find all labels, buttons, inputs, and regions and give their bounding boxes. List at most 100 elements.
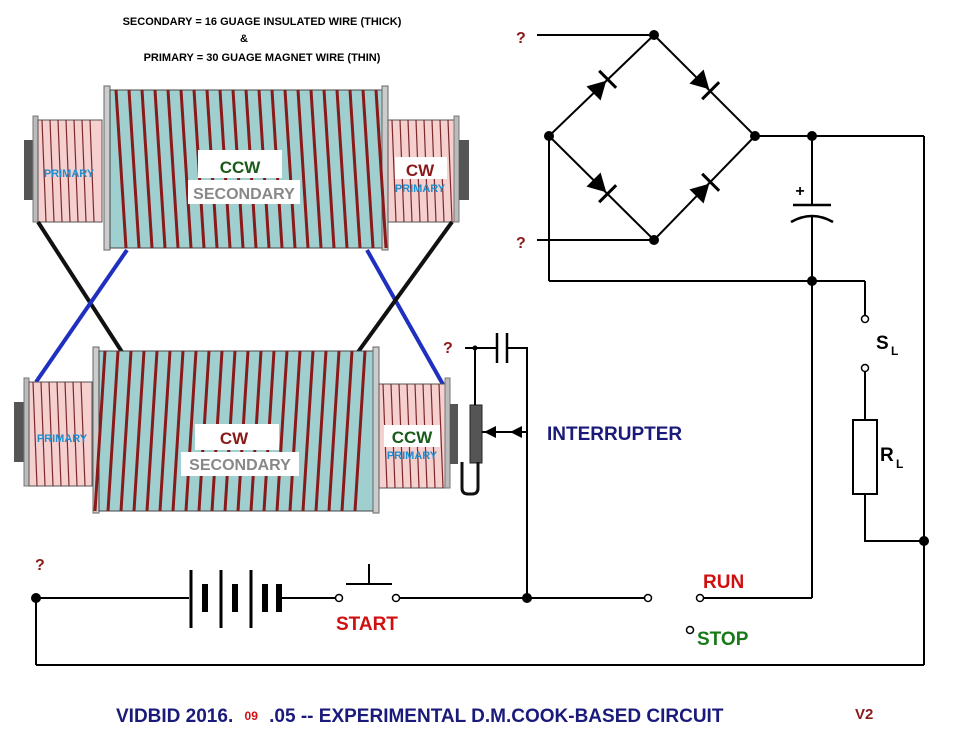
- run-contact[interactable]: [695, 593, 705, 603]
- coil-turn: [114, 89, 128, 249]
- bottom-ccw-label-bg: [384, 425, 440, 447]
- switch-common-contact[interactable]: [643, 593, 653, 603]
- start-label: START: [336, 614, 398, 635]
- bottom-left-end-cap: [14, 402, 24, 462]
- coil-turn: [374, 89, 388, 249]
- stop-contact[interactable]: [685, 625, 695, 635]
- header-line-2: &: [240, 33, 248, 45]
- coil-turn: [127, 89, 141, 249]
- bottom-secondary-right-flange: [372, 346, 380, 514]
- footer-part-1: VIDBID 2016.: [116, 706, 233, 727]
- coil-turn: [145, 350, 159, 512]
- sl-contact-bottom[interactable]: [860, 363, 870, 373]
- bridge-node-bottom: [649, 235, 659, 245]
- cross-wire-black-left: [36, 220, 124, 354]
- bottom-left-flange: [23, 377, 30, 487]
- coil-turn: [447, 119, 453, 223]
- control-circuit: START RUN STOP: [31, 564, 924, 666]
- top-left-primary-winding: [41, 119, 95, 223]
- coil-turn: [72, 381, 78, 487]
- top-right-direction: CW: [406, 161, 435, 180]
- coil-turn: [106, 350, 120, 512]
- rl-label-sub: L: [896, 457, 903, 471]
- diode-top-left: [586, 69, 618, 101]
- coil-turn: [56, 381, 62, 487]
- coil-turn: [283, 89, 297, 249]
- coil-turn: [171, 350, 185, 512]
- cross-wire-blue-right: [365, 249, 447, 389]
- cross-wire-black-right: [356, 220, 454, 354]
- coil-turn: [93, 350, 107, 512]
- coil-turn: [309, 89, 323, 249]
- question-mark-interrupter: ?: [443, 340, 453, 357]
- coil-turn: [391, 119, 397, 223]
- top-left-end-cap: [24, 140, 34, 200]
- footer-title: VIDBID 2016. 09 .05 -- EXPERIMENTAL D.M.…: [116, 704, 724, 727]
- rl-bottom-lead: [864, 494, 924, 542]
- cap-node-top: [807, 131, 817, 141]
- battery: [189, 570, 282, 628]
- coil-turn: [73, 119, 79, 223]
- bottom-cw-label-bg: [195, 424, 279, 450]
- bottom-coil-assembly: PRIMARY CW SECONDARY CCW PRIMARY: [14, 346, 458, 514]
- right-rail-node: [919, 536, 929, 546]
- coil-turn: [348, 89, 362, 249]
- coil-turn: [158, 350, 172, 512]
- sl-contact-top[interactable]: [860, 314, 870, 324]
- cross-wire-blue-left: [34, 248, 129, 384]
- coil-turn: [32, 381, 38, 487]
- bridge-diamond: [547, 33, 757, 242]
- top-coil-assembly: CCW SECONDARY PRIMARY CW PRIMARY: [24, 85, 469, 251]
- top-right-flange: [453, 115, 460, 223]
- top-ccw-label-bg: [198, 150, 282, 178]
- load-resistor: [852, 419, 878, 495]
- coil-turn: [353, 350, 367, 512]
- coil-turn: [322, 89, 336, 249]
- coil-turn: [275, 350, 289, 512]
- coil-turn: [140, 89, 154, 249]
- top-secondary-direction: CCW: [220, 158, 262, 177]
- interrupter-contact: [469, 404, 483, 464]
- start-contact-left: [334, 593, 344, 603]
- top-cw-label-bg: [395, 157, 447, 179]
- top-left-flange: [32, 115, 39, 223]
- coil-turn: [81, 119, 87, 223]
- coil-turn: [48, 381, 54, 487]
- question-mark-left: ?: [35, 557, 45, 574]
- interrupter: INTERRUPTER: [460, 333, 682, 598]
- interrupter-arrow-right: [510, 426, 522, 438]
- top-secondary-label-bg: [188, 180, 300, 204]
- cap-node-bottom: [807, 276, 817, 286]
- coil-turn: [327, 350, 341, 512]
- coil-turn: [80, 381, 86, 487]
- dc-output: + S L R L: [548, 131, 929, 665]
- top-right-end-cap: [459, 140, 469, 200]
- run-label: RUN: [703, 572, 744, 593]
- coil-turn: [438, 383, 444, 489]
- bottom-right-direction: CCW: [392, 428, 434, 447]
- interrupter-label: INTERRUPTER: [547, 424, 682, 445]
- coil-turn: [166, 89, 180, 249]
- cap-plus-sign: +: [795, 183, 804, 200]
- coil-turn: [153, 89, 167, 249]
- top-secondary-label: SECONDARY: [193, 186, 295, 203]
- cap-small-junction: [472, 345, 478, 351]
- interrupter-junction: [522, 593, 532, 603]
- coil-turn: [64, 381, 70, 487]
- diode-top-right: [689, 69, 721, 101]
- header-line-3: PRIMARY = 30 GUAGE MAGNET WIRE (THIN): [144, 52, 381, 64]
- rl-label-main: R: [880, 445, 894, 466]
- bottom-left-primary-label: PRIMARY: [37, 433, 88, 445]
- footer-part-3: .05 -- EXPERIMENTAL D.M.COOK-BASED CIRCU…: [269, 706, 724, 727]
- coil-turn: [288, 350, 302, 512]
- coil-turn: [40, 381, 46, 487]
- start-button[interactable]: [346, 564, 392, 585]
- bottom-left-primary-winding: [32, 381, 86, 487]
- bridge-node-top: [649, 30, 659, 40]
- question-mark-ac-bottom: ?: [516, 235, 526, 252]
- question-mark-ac-top: ?: [516, 30, 526, 47]
- diode-bottom-right: [689, 172, 721, 204]
- bridge-rectifier: [537, 30, 760, 245]
- footer-version: V2: [855, 706, 873, 723]
